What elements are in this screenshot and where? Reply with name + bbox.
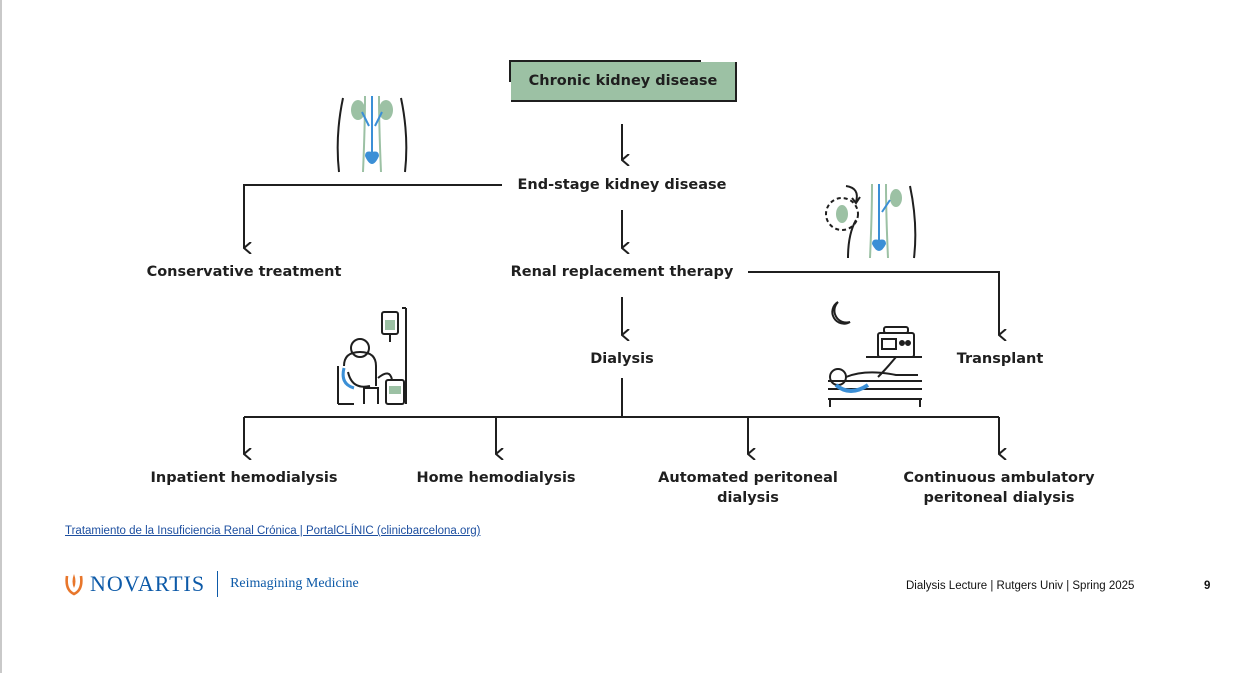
logo-brand: NOVARTIS: [90, 571, 206, 596]
moon-icon: [831, 301, 851, 325]
node-automated-peritoneal-dialysis: Automated peritoneal dialysis: [618, 468, 878, 508]
logo-tagline: Reimagining Medicine: [230, 576, 359, 591]
footer-text: Dialysis Lecture | Rutgers Univ | Spring…: [906, 580, 1135, 592]
source-link[interactable]: Tratamiento de la Insuficiencia Renal Cr…: [65, 525, 481, 537]
kidney-anatomy-icon: [336, 95, 408, 173]
logo-divider: [217, 571, 219, 597]
apd-line-2: dialysis: [717, 490, 779, 506]
node-label-root: Chronic kidney disease: [528, 73, 718, 89]
arrow-rrt-to-transplant: [748, 271, 999, 335]
peritoneal-dialysis-bed-icon: [828, 326, 922, 407]
root-box-left-edge: [509, 60, 511, 82]
root-box-top-edge: [511, 60, 701, 62]
slide-left-border: [0, 0, 2, 673]
capd-line-1: Continuous ambulatory: [903, 470, 1095, 486]
node-end-stage-kidney-disease: End-stage kidney disease: [517, 177, 727, 193]
apd-line-1: Automated peritoneal: [658, 470, 838, 486]
novartis-flame-icon: [65, 574, 83, 596]
page-number: 9: [1204, 580, 1211, 592]
node-conservative-treatment: Conservative treatment: [146, 264, 342, 280]
node-inpatient-hemodialysis: Inpatient hemodialysis: [150, 470, 338, 486]
novartis-logo: NOVARTIS Reimagining Medicine: [64, 568, 359, 600]
node-chronic-kidney-disease: Chronic kidney disease: [511, 62, 737, 102]
node-transplant: Transplant: [956, 351, 1044, 367]
node-continuous-ambulatory-peritoneal-dialysis: Continuous ambulatory peritoneal dialysi…: [869, 468, 1129, 508]
node-home-hemodialysis: Home hemodialysis: [416, 470, 576, 486]
capd-line-2: peritoneal dialysis: [923, 490, 1075, 506]
kidney-transplant-icon: [825, 183, 917, 259]
node-dialysis: Dialysis: [590, 351, 654, 367]
arrow-esrd-to-conservative: [243, 184, 502, 248]
node-renal-replacement-therapy: Renal replacement therapy: [510, 264, 734, 280]
hemodialysis-chair-icon: [337, 307, 407, 405]
